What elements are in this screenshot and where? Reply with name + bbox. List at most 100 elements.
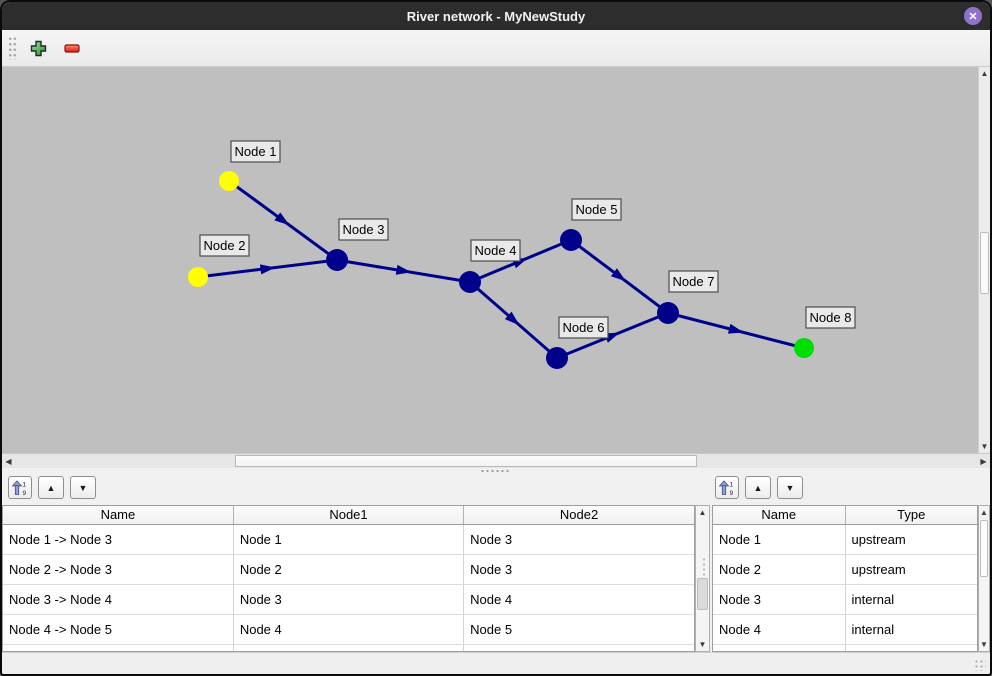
table-cell[interactable] <box>463 644 694 651</box>
edge-arrow-icon <box>504 311 520 326</box>
branches-move-down-button[interactable]: ▼ <box>70 476 96 499</box>
node-label-box <box>558 316 609 339</box>
remove-node-icon <box>63 43 80 53</box>
table-cell[interactable]: Node 2 -> Node 3 <box>3 554 234 585</box>
canvas-horizontal-scrollbar[interactable]: ◀ ▶ <box>2 453 990 468</box>
nodes-table-scrollbar[interactable]: ▲ ▼ <box>978 505 990 652</box>
toolbar-drag-handle[interactable] <box>8 36 17 60</box>
nodes-move-up-button[interactable]: ▲ <box>745 476 771 499</box>
down-triangle-icon: ▼ <box>785 482 795 493</box>
table-cell[interactable]: internal <box>845 584 977 615</box>
table-cell[interactable]: Node 4 <box>713 614 846 645</box>
splitter-handle[interactable] <box>480 469 510 473</box>
node-label-box <box>199 234 250 257</box>
canvas-vscroll-thumb[interactable] <box>980 232 989 294</box>
node-node-7[interactable] <box>657 302 679 324</box>
column-header[interactable]: Node2 <box>463 506 694 525</box>
nodes-move-down-button[interactable]: ▼ <box>777 476 803 499</box>
table-cell[interactable] <box>233 644 465 651</box>
table-cell[interactable]: Node 1 -> Node 3 <box>3 524 234 555</box>
node-label-box <box>470 239 521 262</box>
canvas-hscroll-thumb[interactable] <box>235 455 697 467</box>
node-label: Node 8 <box>810 310 852 325</box>
add-node-button[interactable] <box>25 35 51 61</box>
window-title: River network - MyNewStudy <box>406 8 586 24</box>
table-cell[interactable]: Node 4 -> Node 5 <box>3 614 234 645</box>
scroll-up-icon[interactable]: ▲ <box>980 508 988 517</box>
table-cell[interactable]: Node 2 <box>713 554 846 585</box>
close-icon: ✕ <box>968 10 978 23</box>
horizontal-splitter <box>2 468 990 474</box>
vertical-splitter-handle[interactable] <box>702 557 706 577</box>
table-cell[interactable]: Node 4 <box>463 584 694 615</box>
table-cell[interactable] <box>713 644 846 651</box>
table-cell[interactable] <box>845 644 977 651</box>
table-cell[interactable] <box>3 644 234 651</box>
scroll-left-icon[interactable]: ◀ <box>5 456 12 466</box>
scroll-up-icon[interactable]: ▲ <box>698 508 707 517</box>
scroll-right-icon[interactable]: ▶ <box>980 456 987 466</box>
node-node-6[interactable] <box>546 347 568 369</box>
scroll-down-icon[interactable]: ▼ <box>698 640 707 649</box>
nodes-sort-button[interactable]: 1 9 <box>715 476 739 499</box>
edge-arrow-icon <box>259 264 276 275</box>
svg-text:1: 1 <box>23 481 27 488</box>
column-header[interactable]: Name <box>3 506 234 525</box>
column-header[interactable]: Node1 <box>233 506 465 525</box>
node-node-4[interactable] <box>459 271 481 293</box>
table-cell[interactable]: Node 1 <box>233 524 465 555</box>
scroll-down-icon[interactable]: ▼ <box>980 442 989 451</box>
table-cell[interactable]: upstream <box>845 554 977 585</box>
table-row-empty <box>713 644 977 651</box>
table-cell[interactable]: Node 3 <box>713 584 846 615</box>
node-node-1[interactable] <box>219 171 239 191</box>
column-header[interactable]: Name <box>713 506 846 525</box>
branches-sort-button[interactable]: 1 9 <box>8 476 32 499</box>
up-triangle-icon: ▲ <box>46 482 56 493</box>
node-label-box <box>668 270 719 293</box>
branches-table-scrollbar[interactable]: ▲ ▼ <box>695 505 710 652</box>
table-cell[interactable]: Node 5 <box>463 614 694 645</box>
nodes-scroll-thumb[interactable] <box>980 520 988 577</box>
scroll-up-icon[interactable]: ▲ <box>980 69 989 78</box>
table-cell[interactable]: upstream <box>845 524 977 555</box>
table-cell[interactable]: Node 3 -> Node 4 <box>3 584 234 615</box>
table-cell[interactable]: Node 3 <box>463 554 694 585</box>
status-bar <box>2 652 990 674</box>
node-node-2[interactable] <box>188 267 208 287</box>
branches-scroll-thumb[interactable] <box>697 578 708 610</box>
node-node-5[interactable] <box>560 229 582 251</box>
svg-text:9: 9 <box>730 490 734 496</box>
resize-grip-icon[interactable] <box>974 659 986 671</box>
canvas-vertical-scrollbar[interactable]: ▲ ▼ <box>978 67 990 453</box>
node-node-3[interactable] <box>326 249 348 271</box>
scroll-down-icon[interactable]: ▼ <box>980 640 988 649</box>
node-label: Node 1 <box>235 144 277 159</box>
close-button[interactable]: ✕ <box>964 7 982 25</box>
table-toolbars: 1 9 ▲ ▼ 1 9 ▲ ▼ <box>2 474 990 505</box>
table-cell[interactable]: Node 3 <box>233 584 465 615</box>
table-cell[interactable]: Node 3 <box>463 524 694 555</box>
edge-arrow-icon <box>727 323 744 334</box>
remove-node-button[interactable] <box>59 35 85 61</box>
table-cell[interactable]: Node 1 <box>713 524 846 555</box>
table-cell[interactable]: Node 2 <box>233 554 465 585</box>
column-header[interactable]: Type <box>845 506 977 525</box>
branches-move-up-button[interactable]: ▲ <box>38 476 64 499</box>
node-label: Node 3 <box>343 222 385 237</box>
table-cell[interactable]: Node 4 <box>233 614 465 645</box>
node-node-8[interactable] <box>794 338 814 358</box>
table-cell[interactable]: internal <box>845 614 977 645</box>
